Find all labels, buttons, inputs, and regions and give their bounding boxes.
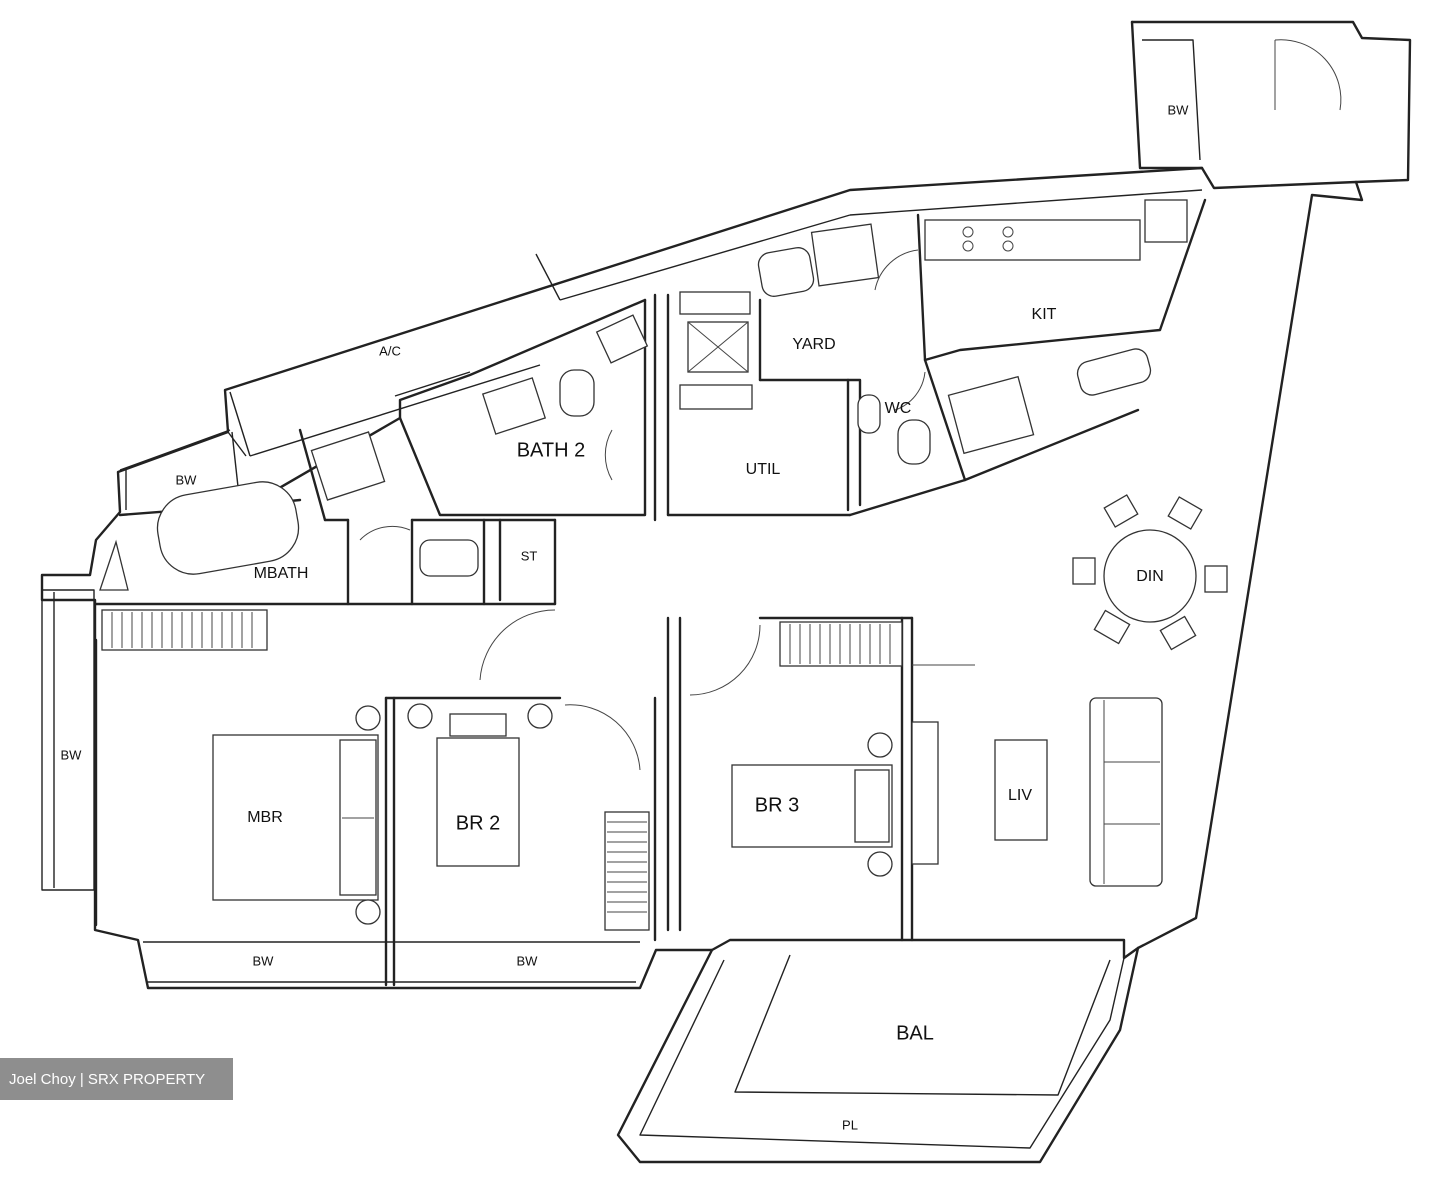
label-yard: YARD — [792, 336, 835, 353]
label-ac: A/C — [379, 343, 401, 358]
label-kit: KIT — [1032, 306, 1057, 323]
label-bw-corridor: BW — [176, 472, 198, 487]
outer-walls — [40, 20, 1412, 990]
door-swings — [359, 39, 1342, 771]
label-mbath: MBATH — [254, 565, 309, 582]
balcony — [616, 946, 1140, 1164]
fixtures — [99, 199, 1228, 931]
label-din: DIN — [1136, 568, 1164, 585]
label-bw-bottom-right: BW — [517, 953, 539, 968]
label-wc: WC — [885, 400, 912, 417]
label-pl: PL — [842, 1117, 858, 1132]
label-br3: BR 3 — [755, 794, 799, 816]
label-bath2: BATH 2 — [517, 439, 586, 461]
label-bw-left: BW — [61, 747, 83, 762]
label-liv: LIV — [1008, 787, 1032, 804]
label-mbr: MBR — [247, 809, 283, 826]
label-bal: BAL — [896, 1022, 934, 1044]
label-bw-bottom-left: BW — [253, 953, 275, 968]
label-st: ST — [521, 548, 538, 563]
watermark: Joel Choy | SRX PROPERTY — [0, 1058, 233, 1100]
service-corridor — [119, 189, 1203, 510]
label-util: UTIL — [746, 461, 781, 478]
interior-walls — [94, 198, 1207, 987]
label-bw-entrance: BW — [1168, 102, 1190, 117]
label-br2: BR 2 — [456, 812, 500, 834]
room-labels: A/C BW BW BW BW BW MBATH BATH 2 ST YARD … — [61, 102, 1190, 1132]
